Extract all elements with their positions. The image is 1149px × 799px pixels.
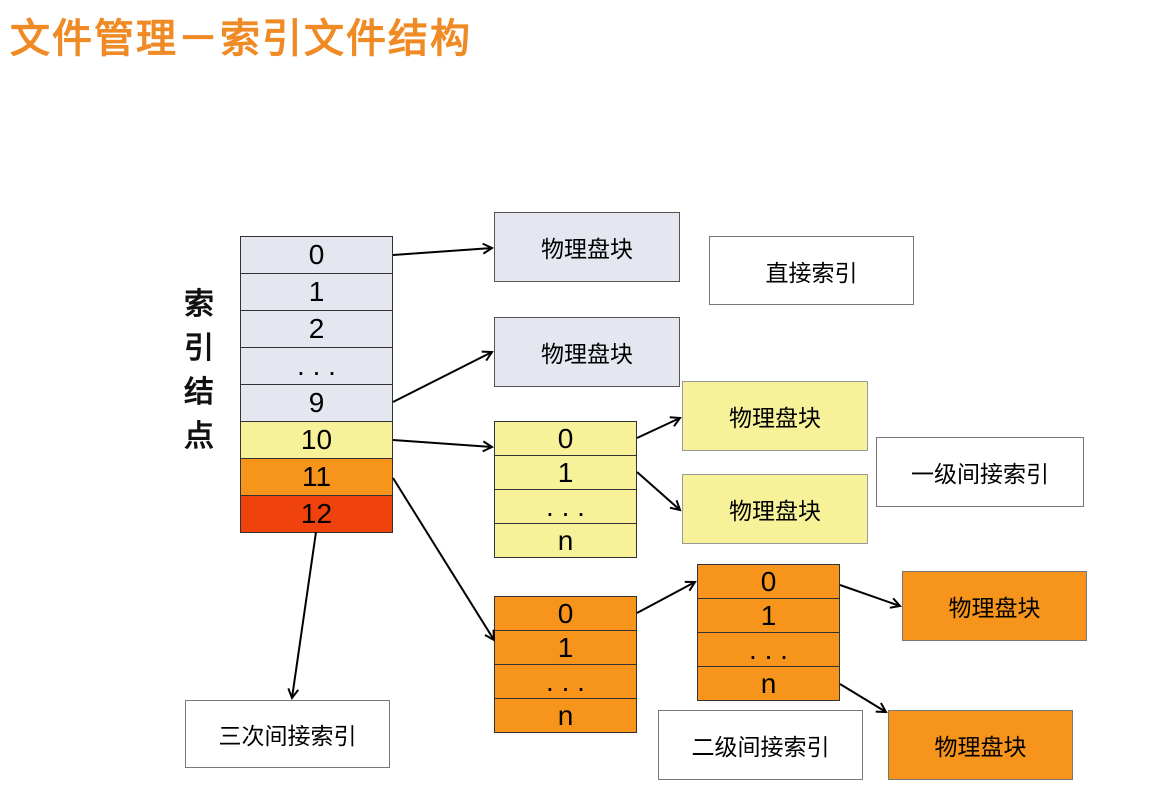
- double-indirect-block-level2: 0 1 . . . n: [697, 564, 840, 701]
- arrow-9-to-direct: [392, 352, 492, 403]
- single-block-cell-0: 0: [494, 421, 637, 456]
- label-direct-index: 直接索引: [709, 236, 914, 305]
- index-node-cell-10: 10: [240, 421, 393, 459]
- double2-cell-0: 0: [697, 564, 840, 599]
- physical-block-single-1: 物理盘块: [682, 474, 868, 544]
- index-node-cell-11: 11: [240, 458, 393, 496]
- double2-cell-n: n: [697, 666, 840, 701]
- arrow-10-to-single: [392, 439, 492, 447]
- arrow-single0-to-block: [636, 418, 680, 439]
- double1-cell-1: 1: [494, 630, 637, 665]
- arrow-level2-n-to-block: [839, 683, 886, 712]
- double-indirect-block-level1: 0 1 . . . n: [494, 596, 637, 733]
- index-node-cell-ellipsis: . . .: [240, 347, 393, 385]
- single-indirect-block: 0 1 . . . n: [494, 421, 637, 558]
- index-node-label: 索引结点: [184, 287, 214, 454]
- double2-cell-ellipsis: . . .: [697, 632, 840, 667]
- single-block-cell-ellipsis: . . .: [494, 489, 637, 524]
- double1-cell-n: n: [494, 698, 637, 733]
- arrow-12-to-triple: [292, 531, 317, 698]
- index-node-cell-0: 0: [240, 236, 393, 274]
- label-triple-indirect: 三次间接索引: [185, 700, 390, 768]
- double1-cell-ellipsis: . . .: [494, 664, 637, 699]
- arrow-0-to-direct: [392, 248, 492, 256]
- physical-block-single-0: 物理盘块: [682, 381, 868, 451]
- index-node-cell-9: 9: [240, 384, 393, 422]
- index-node: 0 1 2 . . . 9 10 11 12: [240, 236, 393, 533]
- arrow-single1-to-block: [636, 471, 680, 510]
- arrow-double1-to-level2: [636, 582, 695, 614]
- page-title: 文件管理－索引文件结构: [10, 16, 472, 62]
- label-double-indirect: 二级间接索引: [658, 710, 863, 780]
- arrow-11-to-double: [392, 477, 494, 640]
- single-block-cell-n: n: [494, 523, 637, 558]
- double1-cell-0: 0: [494, 596, 637, 631]
- arrow-level2-0-to-block: [839, 584, 900, 606]
- label-single-indirect: 一级间接索引: [876, 437, 1084, 507]
- physical-block-double-0: 物理盘块: [902, 571, 1087, 641]
- index-node-cell-2: 2: [240, 310, 393, 348]
- physical-block-direct-9: 物理盘块: [494, 317, 680, 387]
- index-node-cell-1: 1: [240, 273, 393, 311]
- physical-block-double-n: 物理盘块: [888, 710, 1073, 780]
- physical-block-direct-0: 物理盘块: [494, 212, 680, 282]
